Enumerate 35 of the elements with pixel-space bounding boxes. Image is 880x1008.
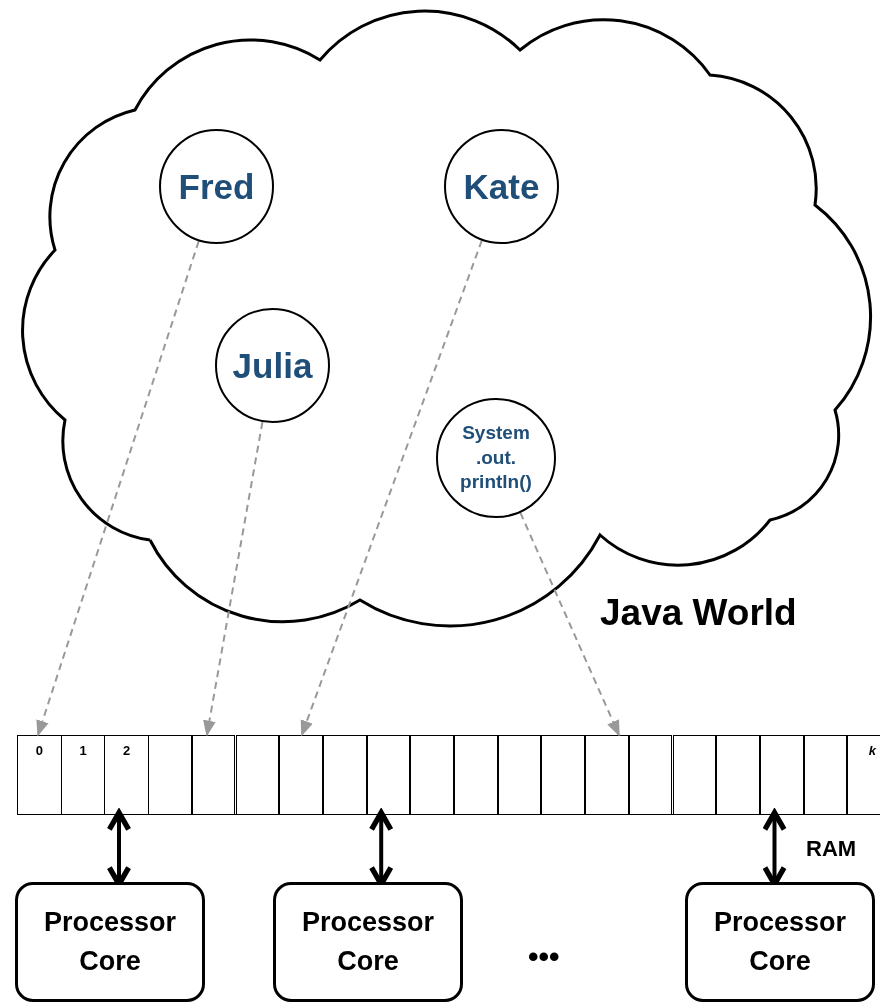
memory-cell [322, 735, 367, 815]
memory-cell [191, 735, 236, 815]
memory-label: RAM [806, 836, 857, 862]
circle-node: Fred [159, 129, 274, 244]
memory-cell: 0 [17, 735, 61, 815]
memory-cell [759, 735, 804, 815]
memory-cell [497, 735, 542, 815]
circle-node: System .out. println() [436, 398, 556, 518]
processor-box: Processor Core [273, 882, 463, 1002]
memory-cell [279, 735, 323, 815]
memory-cell [235, 735, 280, 815]
cloud-title: Java World [600, 592, 797, 634]
ellipsis-mark: ••• [528, 940, 560, 974]
memory-cell: k [847, 735, 880, 815]
circle-node: Julia [215, 308, 330, 423]
memory-cell [148, 735, 192, 815]
memory-cell [410, 735, 454, 815]
processor-box: Processor Core [15, 882, 205, 1002]
arrow [300, 239, 483, 737]
memory-cell [803, 735, 848, 815]
memory-cell [672, 735, 717, 815]
memory-cell [366, 735, 411, 815]
arrow [203, 421, 264, 737]
circle-node: Kate [444, 129, 559, 244]
memory-cell [716, 735, 760, 815]
processor-box: Processor Core [685, 882, 875, 1002]
arrow [519, 511, 620, 737]
memory-cell: 1 [60, 735, 105, 815]
memory-cell [454, 735, 498, 815]
memory-cell [541, 735, 586, 815]
arrow [36, 240, 200, 737]
memory-cell [585, 735, 629, 815]
memory-cell: 2 [104, 735, 149, 815]
memory-bar [17, 735, 880, 815]
memory-cell [628, 735, 673, 815]
